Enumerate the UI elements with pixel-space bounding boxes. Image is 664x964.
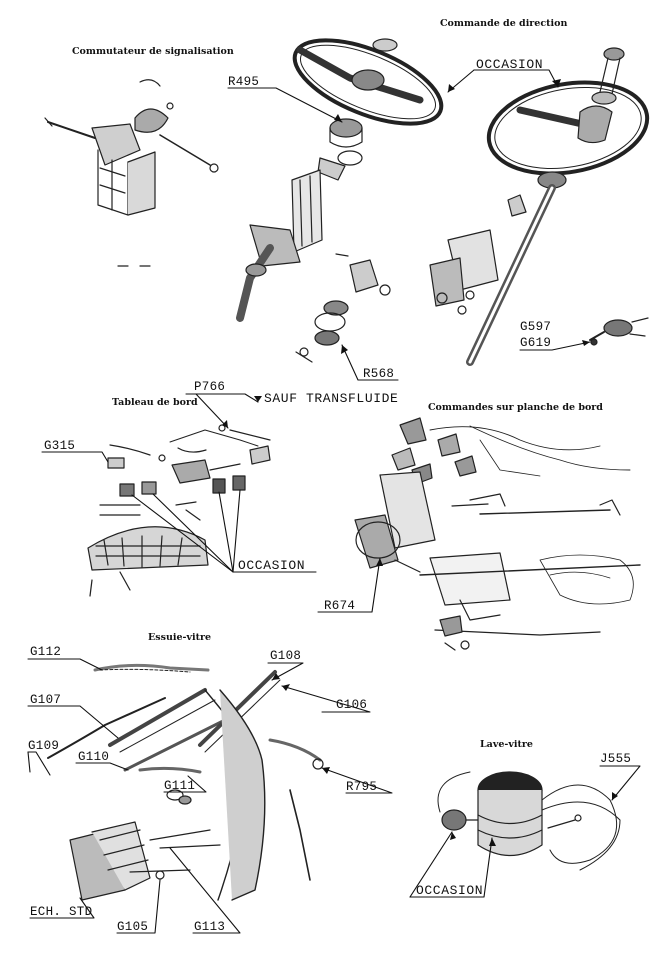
label-r495: R495: [228, 75, 260, 89]
label-g111: G111: [164, 779, 196, 793]
label-r674: R674: [324, 599, 356, 613]
label-sauf-transfluide: SAUF TRANSFLUIDE: [264, 391, 399, 406]
section-title-dashboard: Tableau de bord: [112, 397, 198, 408]
label-g619: G619: [520, 336, 552, 350]
label-g112: G112: [30, 645, 62, 659]
label-r795: R795: [346, 780, 378, 794]
label-g107: G107: [30, 693, 62, 707]
label-g109: G109: [28, 739, 60, 753]
label-occasion-washer: OCCASION: [416, 883, 484, 898]
section-title-dash-controls: Commandes sur planche de bord: [428, 402, 603, 413]
label-ech-std: ECH. STD: [30, 905, 93, 919]
label-g113: G113: [194, 920, 226, 934]
label-g110: G110: [78, 750, 110, 764]
signal-switch-illustration: [44, 79, 219, 267]
section-title-signal-switch: Commutateur de signalisation: [72, 46, 234, 57]
label-p766: P766: [194, 380, 226, 394]
label-g315: G315: [44, 439, 76, 453]
label-g108: G108: [270, 649, 302, 663]
label-g105: G105: [117, 920, 149, 934]
steering-wheel-right-illustration: [429, 47, 650, 366]
washer-illustration: [437, 771, 621, 871]
leader-lines: [27, 69, 641, 934]
steering-lock-illustration: [295, 253, 391, 363]
section-title-washer: Lave-vitre: [480, 739, 533, 750]
label-g597: G597: [520, 320, 552, 334]
label-occasion-dashboard: OCCASION: [238, 558, 306, 573]
ignition-key-illustration: [589, 317, 649, 346]
label-g106: G106: [336, 698, 368, 712]
arrow-heads: [222, 79, 618, 846]
section-title-steering: Commande de direction: [440, 18, 568, 29]
label-occasion-steering: OCCASION: [476, 57, 544, 72]
steering-wheel-left-illustration: [236, 38, 444, 322]
section-title-wiper: Essuie-vitre: [148, 632, 212, 643]
wiper-illustration: [47, 663, 324, 901]
dashboard-controls-illustration: [354, 417, 641, 651]
label-j555: J555: [600, 752, 632, 766]
dashboard-instruments-illustration: [87, 424, 271, 597]
label-r568: R568: [363, 367, 395, 381]
